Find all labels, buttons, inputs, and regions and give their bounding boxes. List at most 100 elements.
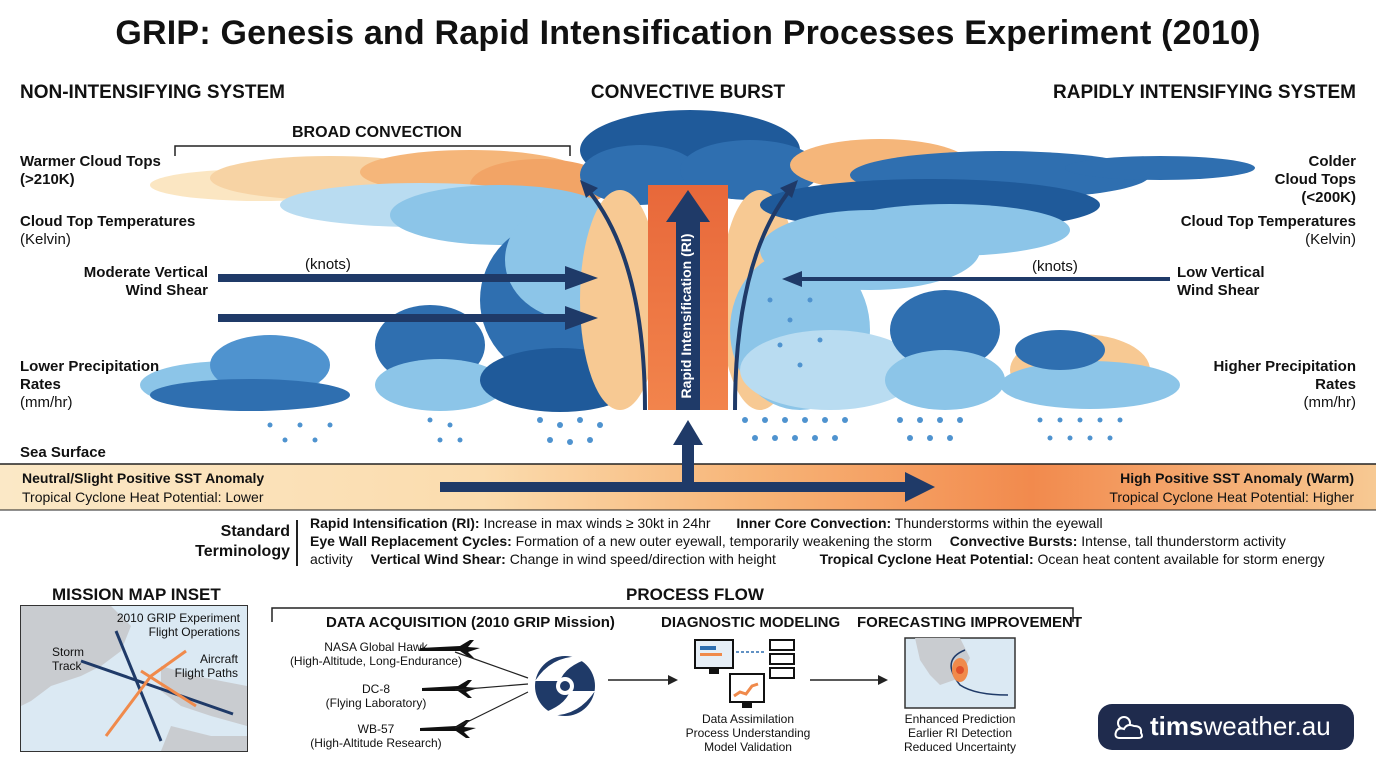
- hurricane-icon: [535, 656, 595, 716]
- precip-unit-right: (mm/hr): [1303, 394, 1357, 411]
- term-convective-bursts: Convective Bursts:: [949, 533, 1078, 549]
- knots-label-left: (knots): [305, 256, 351, 273]
- right-updraft-arrow: [733, 188, 792, 411]
- left-anvil-clouds: [150, 150, 610, 245]
- diag-item-validation: Model Validation: [704, 740, 792, 754]
- map-caption: 2010 GRIP Experiment Flight Operations: [100, 611, 240, 639]
- header-rapidly-intensifying: RAPIDLY INTENSIFYING SYSTEM: [1053, 82, 1356, 103]
- diagnostic-items: Data Assimilation Process Understanding …: [668, 712, 828, 754]
- forecast-item-prediction: Enhanced Prediction: [904, 712, 1016, 726]
- warmer-tops-value: (>210K): [20, 171, 75, 188]
- def-inner-core: Thunderstorms within the eyewall: [891, 515, 1103, 531]
- diag-item-assimilation: Data Assimilation: [701, 712, 795, 726]
- cloud-diagram: [0, 110, 1376, 511]
- def-shear: Change in wind speed/direction with heig…: [505, 551, 776, 567]
- aircraft-wb57: WB-57 (High-Altitude Research): [276, 722, 476, 750]
- def-tchp: Ocean heat content available for storm e…: [1033, 551, 1325, 567]
- moderate-shear-label: Moderate Vertical: [83, 264, 208, 281]
- storm-label-1: Storm: [52, 645, 85, 659]
- wb57-name: WB-57: [357, 722, 395, 736]
- terminology-title-2: Terminology: [195, 543, 290, 560]
- map-caption-1: 2010 GRIP Experiment: [116, 611, 240, 625]
- forecast-map-icon: [904, 637, 1016, 709]
- term-tchp: Tropical Cyclone Heat Potential:: [819, 551, 1034, 567]
- sst-right-anomaly: High Positive SST Anomaly (Warm): [1120, 470, 1354, 486]
- brand-logo-text: timsweather.au: [1150, 711, 1331, 742]
- process-flow-title: PROCESS FLOW: [626, 585, 764, 604]
- diag-item-understanding: Process Understanding: [685, 726, 811, 740]
- logo-rest: weather.au: [1203, 711, 1331, 741]
- precip-label-right: Higher Precipitation: [1213, 358, 1356, 375]
- forecasting-improvement-title: FORECASTING IMPROVEMENT: [857, 614, 1083, 631]
- moderate-shear-label-2: Wind Shear: [125, 282, 208, 299]
- terminology-row-3: activity Vertical Wind Shear: Change in …: [310, 550, 1325, 569]
- left-updraft-arrow: [586, 188, 647, 411]
- cloud-temp-unit-right: (Kelvin): [1305, 231, 1356, 248]
- low-shear-label: Low Vertical: [1177, 264, 1265, 281]
- low-shear-label-2: Wind Shear: [1177, 282, 1260, 299]
- precip-label-left-2: Rates: [20, 376, 61, 393]
- terminology-row-2: Eye Wall Replacement Cycles: Formation o…: [310, 532, 1286, 551]
- global-hawk-desc: (High-Altitude, Long-Endurance): [289, 654, 463, 668]
- precip-label-left: Lower Precipitation: [20, 358, 160, 375]
- sst-left-anomaly: Neutral/Slight Positive SST Anomaly: [22, 470, 265, 486]
- rain-drops: [267, 297, 1123, 445]
- sun-cloud-icon: [1114, 716, 1143, 739]
- warmer-tops-label: Warmer Cloud Tops: [20, 153, 161, 170]
- term-ri: Rapid Intensification (RI):: [310, 515, 480, 531]
- map-graphic: [21, 606, 247, 751]
- knots-label-right: (knots): [1032, 258, 1078, 275]
- process-flow-graphic: [271, 607, 1074, 738]
- header-non-intensifying: NON-INTENSIFYING SYSTEM: [20, 82, 285, 103]
- term-row3-prefix: activity: [310, 551, 353, 567]
- sst-left-heat: Tropical Cyclone Heat Potential: Lower: [22, 489, 264, 505]
- ri-arrow-head: [666, 190, 710, 222]
- sst-right-heat: Tropical Cyclone Heat Potential: Higher: [1109, 489, 1354, 505]
- mission-map: [20, 605, 248, 752]
- broad-convection-bracket: [174, 145, 571, 156]
- page-title: GRIP: Genesis and Rapid Intensification …: [115, 14, 1261, 52]
- aircraft-global-hawk: NASA Global Hawk (High-Altitude, Long-En…: [276, 640, 476, 668]
- term-shear: Vertical Wind Shear:: [370, 551, 506, 567]
- moderate-shear-arrows: [218, 266, 598, 330]
- low-shear-arrow: [782, 271, 1170, 287]
- terminology-title: Standard Terminology: [190, 522, 290, 562]
- precip-unit-left: (mm/hr): [20, 394, 73, 411]
- aircraft-label-2: Flight Paths: [174, 666, 238, 680]
- ri-arrow-shaft: [676, 220, 700, 410]
- ri-label: Rapid Intensification (RI): [678, 233, 694, 399]
- sea-surface-label: Sea Surface: [20, 444, 106, 461]
- forecast-item-detection: Earlier RI Detection: [907, 726, 1013, 740]
- data-acquisition-title: DATA ACQUISITION (2010 GRIP Mission): [326, 614, 615, 631]
- precip-label-right-2: Rates: [1315, 376, 1356, 393]
- term-eyewall: Eye Wall Replacement Cycles:: [310, 533, 512, 549]
- map-caption-2: Flight Operations: [148, 625, 240, 639]
- wb57-desc: (High-Altitude Research): [310, 736, 442, 750]
- colder-value: (<200K): [1301, 189, 1356, 206]
- def-ri: Increase in max winds ≥ 30kt in 24hr: [479, 515, 711, 531]
- aircraft-paths-label: Aircraft Flight Paths: [150, 652, 238, 680]
- def-convective-bursts: Intense, tall thunderstorm activity: [1077, 533, 1286, 549]
- aircraft-dc8: DC-8 (Flying Laboratory): [276, 682, 476, 710]
- left-cloud-towers: [140, 200, 645, 412]
- terminology-divider: [296, 520, 298, 566]
- colder-label-2: Cloud Tops: [1274, 171, 1356, 188]
- brand-logo[interactable]: [1098, 704, 1354, 750]
- sst-right-labels: High Positive SST Anomaly (Warm) Tropica…: [1109, 469, 1354, 507]
- cloud-temp-label-right: Cloud Top Temperatures: [1180, 213, 1356, 230]
- term-inner-core: Inner Core Convection:: [736, 515, 892, 531]
- dc8-name: DC-8: [361, 682, 390, 696]
- global-hawk-name: NASA Global Hawk: [324, 640, 428, 654]
- sst-left-labels: Neutral/Slight Positive SST Anomaly Trop…: [22, 469, 264, 507]
- right-cloud-towers: [730, 250, 1180, 410]
- computer-icon: [694, 639, 795, 708]
- dc8-desc: (Flying Laboratory): [325, 696, 427, 710]
- cloud-temp-unit-left: (Kelvin): [20, 231, 71, 248]
- terminology-title-1: Standard: [220, 523, 290, 540]
- colder-label: Colder: [1308, 153, 1356, 170]
- heat-flow-arrows: [440, 420, 935, 502]
- logo-bold: tims: [1150, 711, 1204, 741]
- terminology-row-1: Rapid Intensification (RI): Increase in …: [310, 514, 1103, 533]
- storm-track-line: [80, 659, 234, 716]
- header-convective-burst: CONVECTIVE BURST: [590, 82, 786, 103]
